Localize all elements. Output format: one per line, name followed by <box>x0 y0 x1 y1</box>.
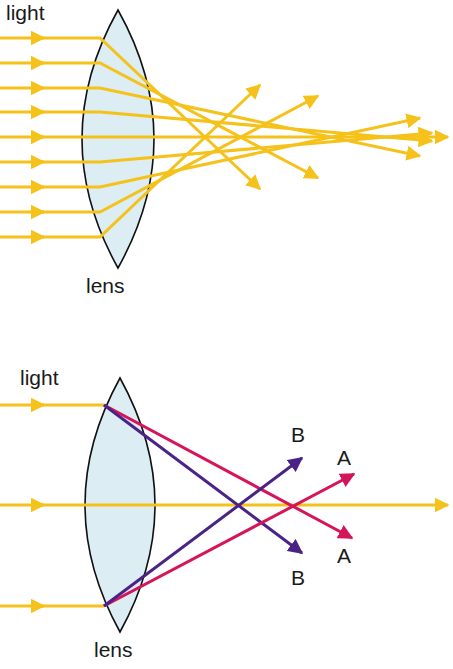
light-ray <box>0 111 44 114</box>
light-ray <box>40 118 420 187</box>
label-text: light <box>6 2 45 24</box>
label-text: light <box>20 367 59 389</box>
blue-ray <box>104 458 302 606</box>
light-ray <box>0 161 44 164</box>
light-ray <box>0 87 44 90</box>
light-ray <box>0 136 44 139</box>
light-ray <box>40 504 448 507</box>
light-ray <box>0 236 44 239</box>
light-ray <box>40 605 104 608</box>
label-text: lens <box>94 639 133 661</box>
red-ray <box>104 474 354 606</box>
label-text: lens <box>86 275 125 297</box>
light-ray <box>0 62 44 65</box>
light-ray <box>0 186 44 189</box>
label-text: A <box>337 545 351 567</box>
light-ray <box>0 605 44 608</box>
light-ray <box>0 211 44 214</box>
light-rays <box>0 38 448 237</box>
light-ray <box>40 404 104 407</box>
light-ray <box>0 504 44 507</box>
lens-shape <box>82 10 154 268</box>
light-ray <box>40 96 318 212</box>
label-text: A <box>337 447 351 469</box>
label-text: B <box>291 424 305 446</box>
label-text: B <box>291 567 305 589</box>
light-ray <box>0 404 44 407</box>
light-ray <box>0 37 44 40</box>
red-ray <box>104 405 352 538</box>
light-ray <box>40 85 260 237</box>
colour-rays <box>0 405 448 606</box>
